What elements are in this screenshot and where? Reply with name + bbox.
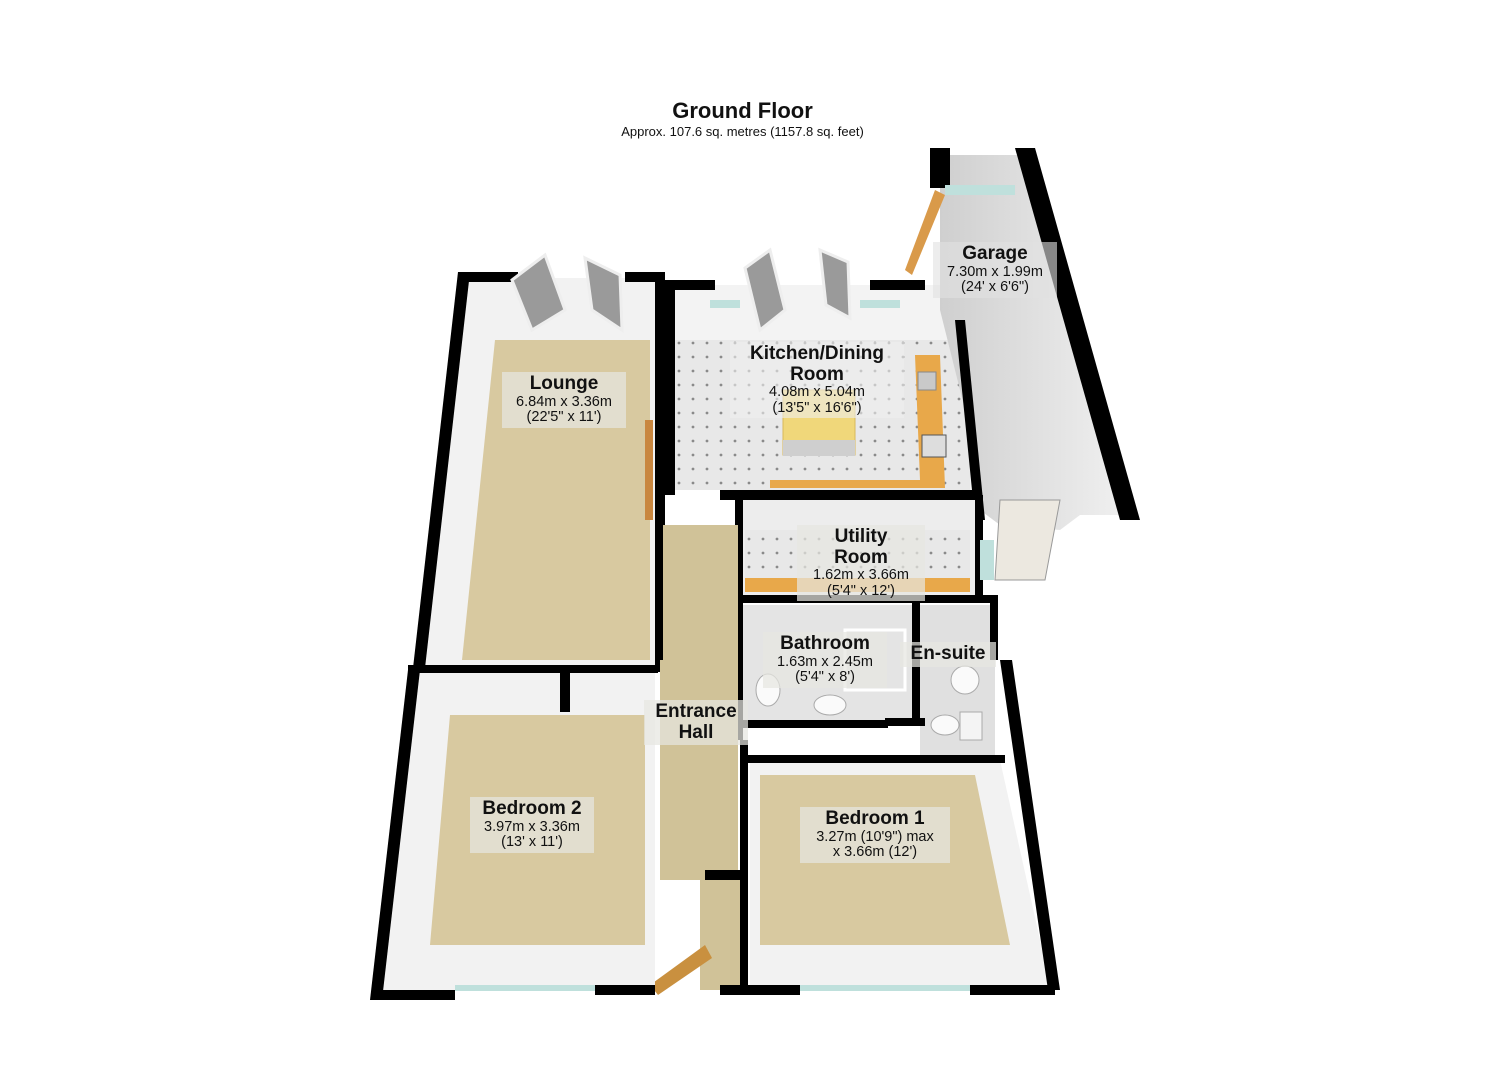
entrance-hall — [645, 520, 748, 995]
lounge-label: Lounge 6.84m x 3.36m (22'5" x 11') — [502, 372, 626, 428]
kitchen-name-1: Kitchen/Dining — [749, 343, 885, 364]
lounge-dim-metric: 6.84m x 3.36m — [516, 393, 612, 410]
floor-title: Ground Floor — [672, 98, 813, 123]
bathroom-dim-imperial: (5'4" x 8') — [795, 669, 855, 686]
kitchen-dim-metric: 4.08m x 5.04m — [769, 384, 865, 401]
bathroom-dim-metric: 1.63m x 2.45m — [777, 653, 873, 670]
bathroom-label: Bathroom 1.63m x 2.45m (5'4" x 8') — [763, 632, 887, 688]
bedroom2-label: Bedroom 2 3.97m x 3.36m (13' x 11') — [470, 797, 594, 853]
utility-name-1: Utility — [834, 526, 888, 547]
garage-name: Garage — [962, 243, 1028, 264]
bedroom1-name: Bedroom 1 — [825, 808, 925, 829]
bedroom1-dim-1: 3.27m (10'9") max — [816, 828, 934, 845]
lounge-french-doors — [510, 252, 624, 333]
kitchen-french-doors — [743, 247, 852, 333]
ensuite-label: En-suite — [900, 642, 996, 667]
entrance-hall-name-2: Hall — [678, 721, 714, 743]
lounge-name: Lounge — [529, 373, 599, 394]
kitchen-label: Kitchen/Dining Room 4.08m x 5.04m (13'5"… — [730, 342, 904, 419]
bedroom2-dim-imperial: (13' x 11') — [501, 834, 563, 851]
lounge-room — [413, 272, 665, 672]
entrance-hall-name-1: Entrance — [655, 701, 737, 722]
utility-dim-imperial: (5'4" x 12') — [827, 582, 895, 599]
utility-label: Utility Room 1.62m x 3.66m (5'4" x 12') — [797, 525, 925, 602]
bedroom2-dim-metric: 3.97m x 3.36m — [484, 818, 580, 835]
floor-area: Approx. 107.6 sq. metres (1157.8 sq. fee… — [621, 124, 864, 139]
lounge-dim-imperial: (22'5" x 11') — [526, 409, 602, 426]
bedroom2-name: Bedroom 2 — [482, 798, 582, 819]
bedroom1-dim-2: x 3.66m (12') — [832, 844, 918, 861]
entrance-hall-label: Entrance Hall — [644, 700, 748, 746]
utility-name-2: Room — [834, 546, 888, 568]
garage-dim-metric: 7.30m x 1.99m — [947, 263, 1043, 280]
garage-dim-imperial: (24' x 6'6") — [961, 279, 1029, 296]
en-suite — [885, 600, 998, 760]
ensuite-name: En-suite — [910, 643, 986, 664]
kitchen-name-2: Room — [790, 363, 844, 385]
bathroom-name: Bathroom — [780, 633, 870, 654]
utility-dim-metric: 1.62m x 3.66m — [813, 567, 909, 584]
kitchen-dim-imperial: (13'5" x 16'6") — [772, 399, 862, 416]
bedroom1-label: Bedroom 1 3.27m (10'9") max x 3.66m (12'… — [800, 807, 950, 863]
garage-label: Garage 7.30m x 1.99m (24' x 6'6") — [933, 242, 1057, 298]
